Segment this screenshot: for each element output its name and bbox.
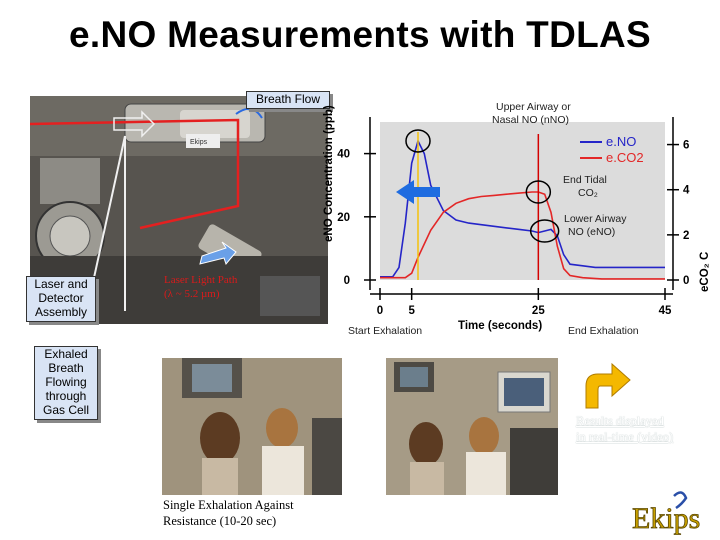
legend-eno-label: e.NO	[606, 134, 636, 149]
end-tidal-highlight-circle	[525, 180, 552, 204]
annotation-end-tidal-line1: End Tidal	[563, 174, 607, 186]
patient-photo-left-drawing	[162, 358, 342, 495]
blue-arrow-icon	[396, 180, 440, 204]
patient-photo-left	[162, 358, 342, 495]
laser-light-path-label: Laser Light Path (λ ~ 5.2 µm)	[164, 274, 238, 300]
annotation-end-tidal-line2: CO₂	[578, 187, 598, 199]
annotation-upper-airway-line2: Nasal NO (nNO)	[492, 114, 569, 126]
y-right-tick-label: 4	[683, 185, 690, 197]
breath-out-arrow-icon	[199, 241, 237, 266]
laser-detector-callout: Laser and Detector Assembly	[26, 276, 96, 322]
peak-highlight-circle	[405, 129, 431, 153]
ekips-logo-swoosh	[673, 491, 688, 510]
y-tick-label: 20	[337, 212, 350, 224]
exhaled-breath-callout: Exhaled Breath Flowing through Gas Cell	[34, 346, 98, 420]
y-tick-label: 40	[337, 149, 350, 161]
y-axis-label: eNO Concentration (ppb)	[323, 105, 335, 242]
laser-path-line	[30, 118, 240, 230]
y-axis-right-label: eCO₂ C	[699, 252, 711, 292]
y-right-tick-label: 2	[683, 230, 689, 242]
start-exhalation-label: Start Exhalation	[348, 325, 422, 337]
annotation-lower-airway-line1: Lower Airway	[564, 213, 627, 225]
end-exhalation-label: End Exhalation	[568, 325, 639, 337]
ekips-logo-text: Ekips	[632, 502, 700, 535]
slide-title: e.NO Measurements with TDLAS	[68, 14, 651, 55]
x-tick-label: 0	[377, 305, 383, 317]
results-displayed-text: Results displayed in real-time (video)	[576, 414, 674, 444]
exhalation-caption: Single Exhalation Against Resistance (10…	[163, 498, 294, 528]
yellow-curved-arrow-icon	[585, 362, 631, 409]
annotation-upper-airway-line1: Upper Airway or	[496, 101, 571, 113]
pointer-line-2	[89, 135, 126, 297]
legend-eco2-label: e.CO2	[606, 150, 644, 165]
flow-arrow-icon	[113, 110, 156, 138]
x-tick-label: 25	[532, 305, 545, 317]
lower-airway-highlight-circle	[529, 219, 560, 243]
x-tick-label: 5	[408, 305, 415, 317]
series-line-eco2	[380, 191, 665, 280]
x-tick-label: 45	[659, 305, 672, 317]
patient-photo-right-drawing	[386, 358, 558, 495]
y-right-tick-label: 0	[683, 275, 689, 287]
device-brand-label: Ekips	[190, 139, 208, 146]
y-tick-label: 0	[344, 275, 350, 287]
x-axis-label: Time (seconds)	[458, 320, 542, 332]
ekips-logo: Ekips	[632, 491, 701, 535]
y-right-tick-label: 6	[683, 140, 689, 152]
series-line-eno	[380, 138, 665, 278]
breath-flow-callout: Breath Flow	[246, 91, 330, 109]
breath-flow-arrow-icon	[235, 107, 263, 119]
patient-photo-right	[386, 358, 558, 495]
annotation-lower-airway-line2: NO (eNO)	[568, 226, 615, 238]
